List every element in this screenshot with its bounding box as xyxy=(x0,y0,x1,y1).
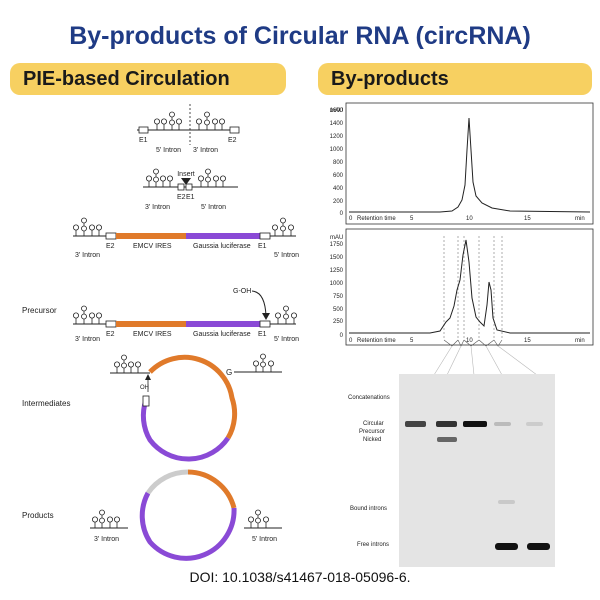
row4-precursor: Precursor G-OH 3' Intron E2 EMCV IRES Ga… xyxy=(22,288,299,343)
products-label: Products xyxy=(22,511,54,520)
row3-e1-label: E1 xyxy=(258,243,267,250)
row5-intermediates: Intermediates OH G xyxy=(22,353,282,462)
hplc-chromatograms: mAU 0 200 400 600 800 1000 1200 1400 160… xyxy=(330,102,594,347)
section-header-pie: PIE-based Circulation xyxy=(10,63,286,95)
gel-label-concatenations: Concatenations xyxy=(348,395,390,401)
doi-citation: DOI: 10.1038/s41467-018-05096-6. xyxy=(189,569,411,585)
row3-5-intron-label: 5' Intron xyxy=(274,252,299,259)
chrom1-y-tick: 1000 xyxy=(330,147,344,153)
chrom1-x-tick: 10 xyxy=(466,216,473,222)
chrom1-y-unit: mAU xyxy=(330,108,343,114)
pie-circulation-diagram: E1 5' Intron 3' Intron E2 Insert 3' Intr… xyxy=(22,104,299,561)
chrom1-x-tick: 5 xyxy=(410,216,414,222)
intermediates-label: Intermediates xyxy=(22,399,70,408)
row4-ires-segment xyxy=(116,321,186,327)
chrom2-x-unit: min xyxy=(575,338,585,344)
row1-e1-label: E1 xyxy=(139,137,148,144)
row1-3-intron-label: 3' Intron xyxy=(193,147,218,154)
chrom2-x-tick: 10 xyxy=(466,338,473,344)
row3-luciferase-segment xyxy=(186,233,260,239)
row4-ires-label: EMCV IRES xyxy=(133,331,172,338)
row3-ires-segment xyxy=(116,233,186,239)
row6-products: Products 3' Intron 5' Intron xyxy=(22,469,282,561)
row3-construct: 3' Intron E2 EMCV IRES Gaussia luciferas… xyxy=(73,217,299,259)
chrom1-trace xyxy=(349,117,591,213)
chrom2-y-tick: 1750 xyxy=(330,242,344,248)
page-title: By-products of Circular RNA (circRNA) xyxy=(69,22,531,50)
goh-arrow-icon xyxy=(262,313,270,320)
chrom1-y-tick: 1200 xyxy=(330,134,344,140)
chrom2-y-tick: 1500 xyxy=(330,255,344,261)
chrom2-x-tick: 5 xyxy=(410,338,414,344)
chrom2-y-tick: 750 xyxy=(333,294,344,300)
precursor-label: Precursor xyxy=(22,306,57,315)
section-header-byproducts: By-products xyxy=(318,63,592,95)
chrom2-y-tick: 1000 xyxy=(330,281,344,287)
chrom1-x-unit: min xyxy=(575,216,585,222)
row6-3-intron-label: 3' Intron xyxy=(94,536,119,543)
gel-image xyxy=(399,374,555,567)
row3-luciferase-label: Gaussia luciferase xyxy=(193,243,251,250)
goh-label: G-OH xyxy=(233,288,251,295)
row2-e1-label: E1 xyxy=(186,194,195,201)
chrom1-y-tick: 1400 xyxy=(330,121,344,127)
chrom2-y-tick: 250 xyxy=(333,319,344,325)
row4-luciferase-segment xyxy=(186,321,260,327)
row2-5-intron-label: 5' Intron xyxy=(201,204,226,211)
row2-3-intron-label: 3' Intron xyxy=(145,204,170,211)
row3-ires-label: EMCV IRES xyxy=(133,243,172,250)
chrom1-y-tick: 400 xyxy=(333,186,344,192)
row4-3-intron-label: 3' Intron xyxy=(75,336,100,343)
chrom1-y-tick: 800 xyxy=(333,160,344,166)
insert-arrow-icon xyxy=(181,178,191,185)
chrom1-y-tick: 200 xyxy=(333,199,344,205)
chrom1-y-tick: 0 xyxy=(340,211,344,217)
g-label: G xyxy=(226,368,232,377)
chromatogram-bottom: mAU 0 250 500 750 1000 1250 1500 1750 0 … xyxy=(330,228,594,347)
chrom1-x-tick: 0 xyxy=(349,216,353,222)
oh-arrow-icon xyxy=(145,374,151,380)
gel-label-nicked: Nicked xyxy=(363,437,381,443)
gel-label-bound-introns: Bound introns xyxy=(350,506,387,512)
row2-e2-label: E2 xyxy=(177,194,186,201)
row4-5-intron-label: 5' Intron xyxy=(274,336,299,343)
row1-e2-label: E2 xyxy=(228,137,237,144)
chrom1-y-tick: 1600 xyxy=(330,108,344,114)
chrom2-x-label: Retention time xyxy=(357,338,396,344)
gel-label-free-introns: Free introns xyxy=(357,542,389,548)
row3-3-intron-label: 3' Intron xyxy=(75,252,100,259)
chrom1-x-label: Retention time xyxy=(357,216,396,222)
oh-label: OH xyxy=(140,385,149,391)
gel-panel: Concatenations Circular Precursor Nicked… xyxy=(348,345,555,567)
chrom2-y-tick: 1250 xyxy=(330,268,344,274)
chrom2-y-tick: 500 xyxy=(333,307,344,313)
row4-e1-label: E1 xyxy=(258,331,267,338)
insert-label: Insert xyxy=(177,171,195,178)
row4-luciferase-label: Gaussia luciferase xyxy=(193,331,251,338)
gel-bands xyxy=(405,421,550,550)
chrom1-y-tick: 600 xyxy=(333,173,344,179)
row6-5-intron-label: 5' Intron xyxy=(252,536,277,543)
chrom1-x-tick: 15 xyxy=(524,216,531,222)
fraction-to-lane-lines xyxy=(433,345,538,376)
chrom2-trace xyxy=(349,239,590,334)
chromatogram-top: mAU 0 200 400 600 800 1000 1200 1400 160… xyxy=(330,102,594,225)
row3-e2-label: E2 xyxy=(106,243,115,250)
chrom2-y-tick: 0 xyxy=(340,333,344,339)
chrom2-x-tick: 0 xyxy=(349,338,353,344)
row2-construct: Insert 3' Intron E2 E1 5' Intron xyxy=(143,168,238,211)
chrom2-x-tick: 15 xyxy=(524,338,531,344)
row1-5-intron-label: 5' Intron xyxy=(156,147,181,154)
row1-construct: E1 5' Intron 3' Intron E2 xyxy=(137,104,240,154)
gel-label-precursor: Precursor xyxy=(359,429,385,435)
chrom2-y-unit: mAU xyxy=(330,235,343,241)
row4-e2-label: E2 xyxy=(106,331,115,338)
gel-label-circular: Circular xyxy=(363,421,384,427)
